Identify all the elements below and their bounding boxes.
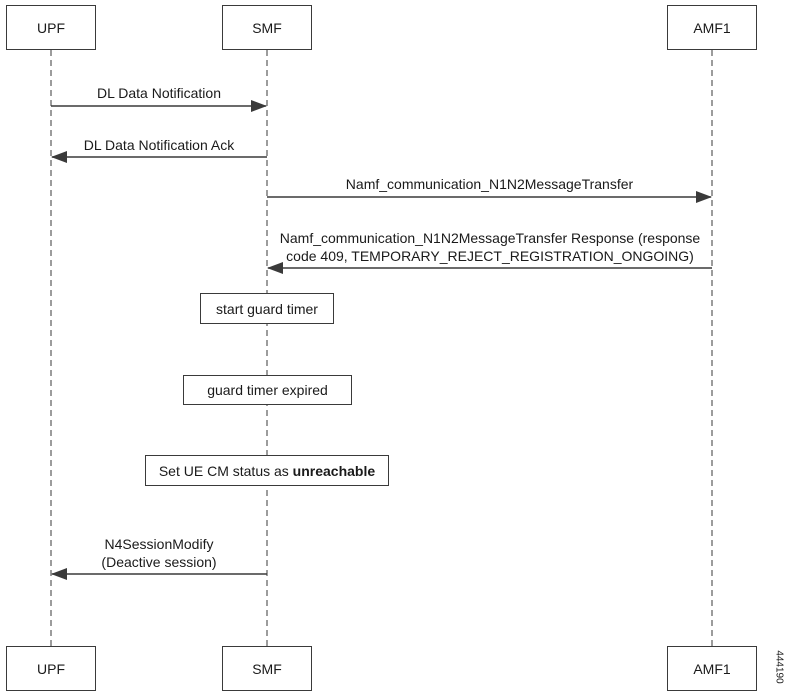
set-status-prefix: Set UE CM status as	[158, 462, 293, 479]
n4-session-modify-label-line2: (Deactive session)	[101, 554, 217, 570]
amf1-box-bottom: AMF1	[667, 646, 757, 691]
dl-data-notification-label: DL Data Notification	[97, 85, 221, 101]
n1n2-transfer-label: Namf_communication_N1N2MessageTransfer	[345, 176, 634, 192]
n1n2-response-label-line1: Namf_communication_N1N2MessageTransfer R…	[279, 230, 701, 246]
dl-data-notification-ack-label: DL Data Notification Ack	[83, 137, 235, 153]
smf-box-bottom: SMF	[222, 646, 312, 691]
amf1-box-top: AMF1	[667, 5, 757, 50]
set-ue-cm-status-note: Set UE CM status as unreachable	[145, 455, 389, 486]
smf-box-top: SMF	[222, 5, 312, 50]
start-guard-timer-note: start guard timer	[200, 293, 334, 324]
upf-box-top: UPF	[6, 5, 96, 50]
upf-box-bottom: UPF	[6, 646, 96, 691]
n1n2-response-label-line2: code 409, TEMPORARY_REJECT_REGISTRATION_…	[286, 248, 694, 264]
unreachable-status: unreachable	[292, 462, 376, 479]
figure-id: 444190	[767, 642, 791, 692]
figure-id-text: 444190	[773, 650, 785, 684]
n4-session-modify-label-line1: N4SessionModify	[104, 536, 214, 552]
guard-timer-expired-note: guard timer expired	[183, 375, 352, 405]
